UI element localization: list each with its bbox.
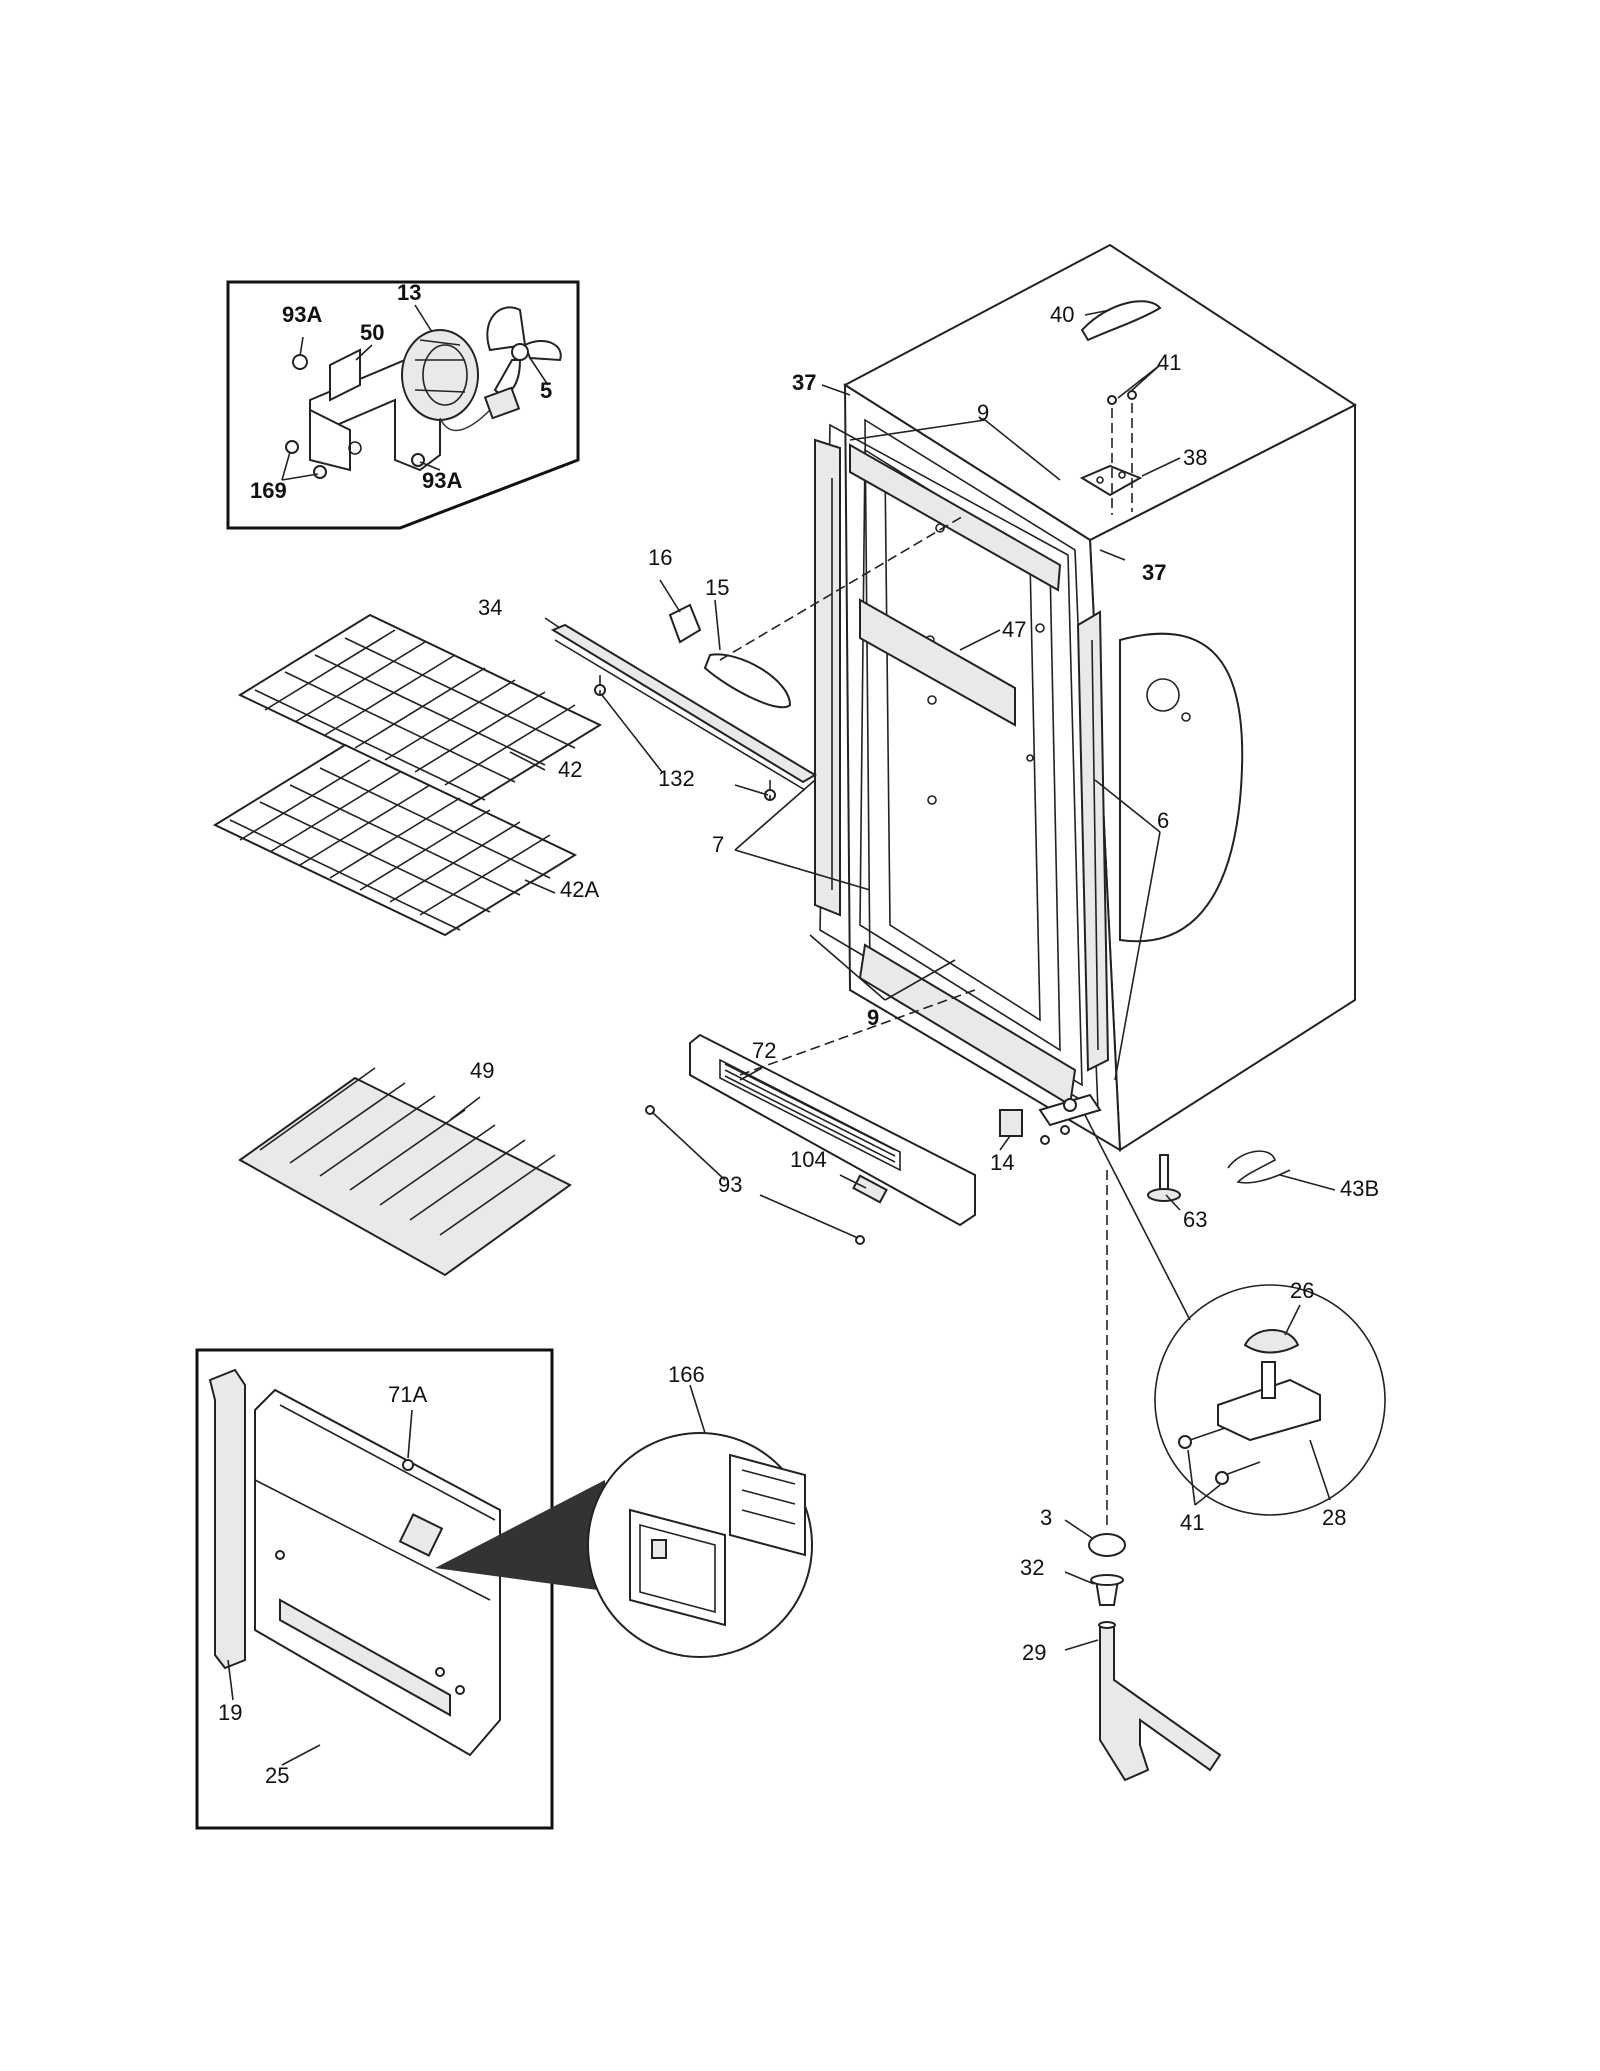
toe-grille: 72 93 104: [645, 989, 976, 1245]
label-43b: 43B: [1340, 1176, 1379, 1201]
cabinet: 37 37 9 9 40 41 38 47 7 6 14 43B 63: [712, 243, 1379, 1232]
label-132: 132: [658, 766, 695, 791]
label-42a: 42A: [560, 877, 599, 902]
basket: 49: [238, 1058, 572, 1277]
label-93: 93: [718, 1172, 742, 1197]
label-29: 29: [1022, 1640, 1046, 1665]
label-71a: 71A: [388, 1382, 427, 1407]
label-9-top: 9: [977, 400, 989, 425]
drain-parts: 3 32 29: [1020, 1170, 1222, 1782]
label-72: 72: [752, 1038, 776, 1063]
fan-motor-inset: 13 93A 50 5 169 93A: [226, 280, 580, 530]
light-assembly: 34 16 15 132: [478, 514, 966, 801]
label-40: 40: [1050, 302, 1074, 327]
label-28: 28: [1322, 1505, 1346, 1530]
label-25: 25: [265, 1763, 289, 1788]
label-19: 19: [218, 1700, 242, 1725]
control-panel-inset: 166 71A 19 25: [195, 1348, 813, 1830]
label-37-right: 37: [1142, 560, 1166, 585]
hinge-detail: 26 41 28: [1084, 1114, 1386, 1535]
label-50: 50: [360, 320, 384, 345]
label-47: 47: [1002, 617, 1026, 642]
label-32: 32: [1020, 1555, 1044, 1580]
label-63: 63: [1183, 1207, 1207, 1232]
wire-shelves: 42 42A: [212, 613, 603, 937]
label-16: 16: [648, 545, 672, 570]
label-9-bottom: 9: [867, 1005, 879, 1030]
label-26: 26: [1290, 1278, 1314, 1303]
label-93a-bottom: 93A: [422, 468, 462, 493]
label-5: 5: [540, 378, 552, 403]
label-104: 104: [790, 1147, 827, 1172]
label-169: 169: [250, 478, 287, 503]
label-6: 6: [1157, 808, 1169, 833]
label-7: 7: [712, 832, 724, 857]
label-166: 166: [668, 1362, 705, 1387]
label-3: 3: [1040, 1505, 1052, 1530]
label-34: 34: [478, 595, 502, 620]
label-41-bottom: 41: [1180, 1510, 1204, 1535]
label-37-top: 37: [792, 370, 816, 395]
label-38: 38: [1183, 445, 1207, 470]
label-42: 42: [558, 757, 582, 782]
label-41-top: 41: [1157, 350, 1181, 375]
label-13: 13: [397, 280, 421, 305]
label-93a-top: 93A: [282, 302, 322, 327]
label-49: 49: [470, 1058, 494, 1083]
label-15: 15: [705, 575, 729, 600]
label-14: 14: [990, 1150, 1014, 1175]
